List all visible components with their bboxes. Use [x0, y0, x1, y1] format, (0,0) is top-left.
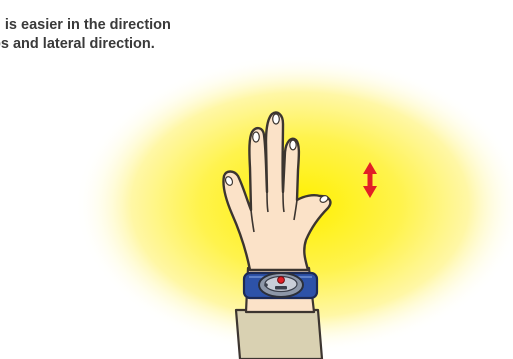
device-side-dot	[264, 283, 268, 287]
arrow-shaft	[368, 172, 373, 188]
wrist-pulse-device-icon	[244, 273, 317, 298]
sleeve	[236, 310, 322, 359]
device-red-button	[278, 277, 285, 284]
nail-middle	[273, 114, 280, 124]
nail-index	[253, 132, 260, 142]
device-display	[275, 286, 287, 290]
nail-ring	[290, 140, 296, 150]
